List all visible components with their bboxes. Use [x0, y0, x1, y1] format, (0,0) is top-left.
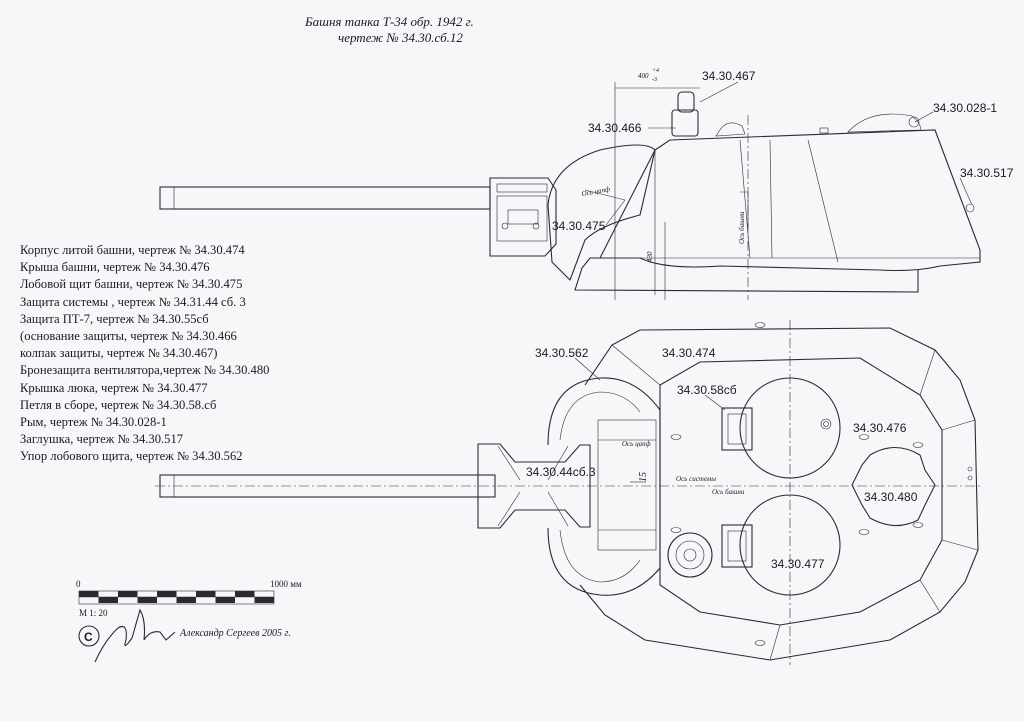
author-credit: Александр Сергеев 2005 г.: [179, 628, 291, 639]
callout-34-30-467: 34.30.467: [702, 69, 756, 83]
hatch-commander: [721, 377, 841, 479]
legend-item: Бронезащита вентилятора,чертеж № 34.30.4…: [20, 363, 270, 378]
legend-item: Защита системы , чертеж № 34.31.44 сб. 3: [20, 294, 246, 309]
scale-cell: [254, 597, 274, 603]
legend-item: Корпус литой башни, чертеж № 34.30.474: [20, 243, 245, 257]
axis-turret-label-top: Ось башни: [712, 488, 745, 496]
legend-item: Лобовой щит башни, чертеж № 34.30.475: [20, 277, 243, 292]
leader-lines-side: [605, 81, 973, 226]
scale-cell: [98, 597, 118, 603]
callout-34-30-517: 34.30.517: [960, 166, 1014, 180]
scale-end: 1000 мм: [270, 579, 302, 589]
roof-fittings: [670, 322, 973, 646]
legend-item: Защита ПТ-7, чертеж № 34.30.55сб: [20, 311, 209, 326]
drawing-title: Башня танка Т-34 обр. 1942 г.: [305, 14, 474, 29]
scale-cell: [157, 591, 177, 597]
axis-turret-label-side: Ось башни: [738, 211, 746, 244]
callout-34-30-477: 34.30.477: [771, 557, 825, 571]
axis-system-label-top: Ось системы: [676, 475, 716, 483]
legend-item: Упор лобового щита, чертеж № 34.30.562: [20, 449, 243, 464]
legend-item: Заглушка, чертеж № 34.30.517: [20, 432, 184, 447]
author-signature: [94, 608, 176, 663]
scale-ratio: М 1: 20: [79, 608, 108, 618]
scale-cell: [235, 591, 255, 597]
legend-item: Крышка люка, чертеж № 34.30.477: [20, 380, 208, 395]
dimension-tolerance-lower: -3: [652, 77, 657, 83]
scale-cell: [137, 597, 157, 603]
legend-item: (основание защиты, чертеж № 34.30.466: [20, 329, 237, 344]
dimension-430: 430: [646, 251, 654, 262]
leader-lines-top: [574, 357, 726, 483]
callout-34-30-474: 34.30.474: [662, 346, 716, 360]
copyright-circle: [78, 625, 100, 647]
dimension-15: 15: [638, 472, 649, 482]
callout-34-30-562: 34.30.562: [535, 346, 589, 360]
mantlet-side: [489, 144, 656, 281]
scale-start: 0: [76, 579, 81, 589]
ventilator-armor: [851, 446, 936, 527]
dimension-tolerance-upper: +4: [652, 67, 659, 74]
callout-34-30-028-1: 34.30.028-1: [933, 101, 997, 115]
periscope-top: [667, 532, 713, 578]
dimension-400: 400: [638, 72, 649, 80]
scale-cell: [118, 591, 138, 597]
callout-34-30-480: 34.30.480: [864, 490, 918, 504]
callout-34-30-466: 34.30.466: [588, 121, 642, 135]
scale-cell: [215, 597, 235, 603]
legend-item: Рым, чертеж № 34.30.028-1: [20, 415, 167, 430]
scale-cell: [176, 597, 196, 603]
gun-barrel-top: [159, 443, 591, 529]
parts-legend: Корпус литой башни, чертеж № 34.30.474 К…: [20, 242, 269, 466]
scale-cell: [196, 591, 216, 597]
callout-34-30-476: 34.30.476: [853, 421, 907, 435]
legend-item: колпак защиты, чертеж № 34.30.467): [20, 346, 218, 361]
scale-cell: [79, 591, 99, 597]
legend-item: Крыша башни, чертеж № 34.30.476: [20, 260, 210, 275]
callout-34-30-44sb3: 34.30.44сб.3: [526, 465, 596, 479]
callout-34-30-58sb: 34.30.58сб: [677, 383, 737, 397]
copyright-symbol: С: [84, 630, 93, 644]
legend-item: Петля в сборе, чертеж № 34.30.58.сб: [20, 397, 217, 412]
hatch-loader: [721, 494, 841, 596]
callout-34-30-475: 34.30.475: [552, 219, 606, 233]
periscope-side: [671, 91, 921, 137]
drawing-number: чертеж № 34.30.сб.12: [338, 30, 463, 45]
dimension-lines-side: [614, 82, 700, 300]
axis-trunnion-label-top: Ось цапф: [622, 440, 651, 448]
